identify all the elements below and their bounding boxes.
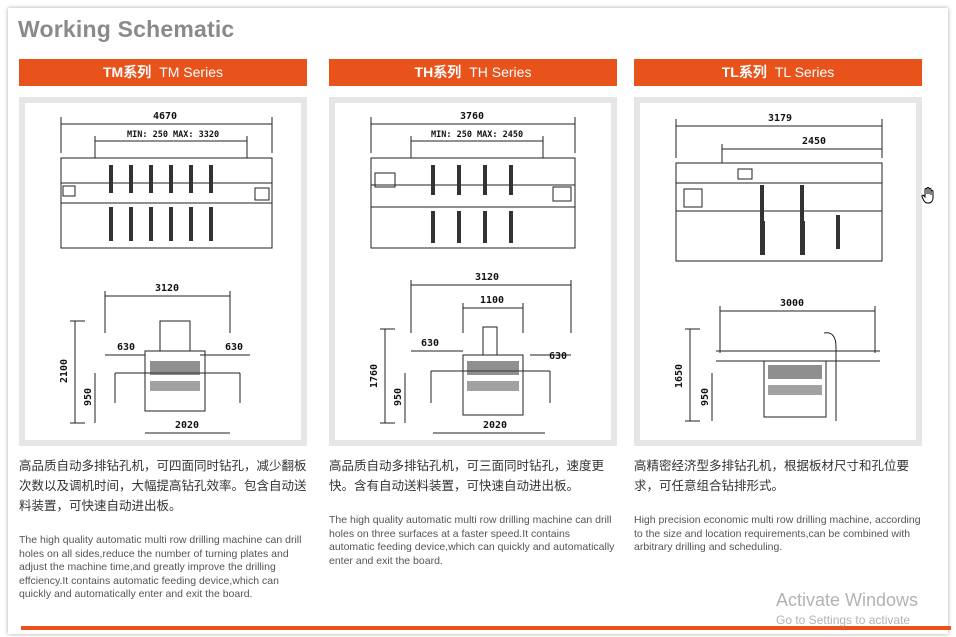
description-en: The high quality automatic multi row dri…: [329, 514, 615, 567]
series-column-tl: TL系列 TL Series: [634, 59, 922, 555]
dim-label: 630: [117, 342, 135, 353]
dim-label: 1650: [674, 364, 685, 388]
schematic-drawing-tm: 4670 MIN: 250 MAX: 3320 3120 630 630 210…: [59, 111, 273, 434]
dim-label: MIN: 250 MAX: 3320: [127, 130, 219, 140]
series-label-en: TL Series: [774, 64, 835, 80]
series-label-en: TH Series: [469, 64, 532, 80]
series-label-zh: TM系列: [102, 64, 152, 80]
series-label-zh: TH系列: [414, 64, 462, 80]
dim-label: 630: [421, 338, 439, 349]
hand-cursor-icon: [920, 187, 936, 210]
dim-label: 2450: [802, 136, 826, 147]
series-banner-tm: TM系列 TM Series: [19, 59, 307, 86]
schematic-diagram-tm: 4670 MIN: 250 MAX: 3320 3120 630 630 210…: [19, 97, 307, 446]
dim-label: 1760: [369, 364, 380, 388]
page-title: Working Schematic: [18, 16, 235, 42]
dim-label: 4670: [153, 111, 177, 122]
dim-label: 3120: [155, 283, 179, 294]
schematic-drawing-th: 3760 MIN: 250 MAX: 2450 3120 1100 630 63…: [369, 111, 576, 434]
description-zh: 高品质自动多排钻孔机，可三面同时钻孔，速度更快。含有自动送料装置，可快速自动进出…: [329, 458, 605, 493]
dim-label: 1100: [480, 295, 504, 306]
dim-label: 950: [83, 388, 94, 406]
dim-label: 950: [700, 388, 711, 406]
description-en: The high quality automatic multi row dri…: [19, 534, 302, 601]
dim-label: 2020: [175, 420, 199, 431]
dim-label: 630: [225, 342, 243, 353]
watermark-line-1: Activate Windows: [776, 590, 919, 610]
dim-label: 630: [549, 351, 567, 362]
dim-label: MIN: 250 MAX: 2450: [431, 130, 523, 140]
series-banner-tl: TL系列 TL Series: [634, 59, 922, 86]
dim-label: 2020: [483, 420, 507, 431]
series-label-zh: TL系列: [721, 64, 767, 80]
series-banner-th: TH系列 TH Series: [329, 59, 617, 86]
schematic-diagram-tl: 3179 2450 3000 1650 950: [634, 97, 922, 446]
description-en: High precision economic multi row drilli…: [634, 514, 921, 554]
activate-windows-watermark: Activate Windows Go to Settings to activ…: [776, 590, 918, 627]
series-column-tm: TM系列 TM Series: [19, 59, 307, 602]
dim-label: 3120: [475, 272, 499, 283]
description-zh: 高精密经济型多排钻孔机，根据板材尺寸和孔位要求，可任意组合钻排形式。: [634, 458, 910, 493]
dim-label: 950: [393, 388, 404, 406]
description-zh: 高品质自动多排钻孔机，可四面同时钻孔，减少翻板次数以及调机时间，大幅提高钻孔效率…: [19, 458, 307, 513]
series-column-th: TH系列 TH Series: [329, 59, 617, 568]
dim-label: 3760: [460, 111, 484, 122]
dim-label: 3179: [768, 113, 792, 124]
dim-label: 2100: [59, 359, 70, 383]
series-label-en: TM Series: [159, 64, 223, 80]
watermark-line-2: Go to Settings to activate: [776, 613, 911, 627]
dim-label: 3000: [780, 298, 804, 309]
bottom-accent-bar: [21, 626, 951, 630]
schematic-drawing-tl: 3179 2450 3000 1650 950: [674, 113, 883, 422]
schematic-diagram-th: 3760 MIN: 250 MAX: 2450 3120 1100 630 63…: [329, 97, 617, 446]
